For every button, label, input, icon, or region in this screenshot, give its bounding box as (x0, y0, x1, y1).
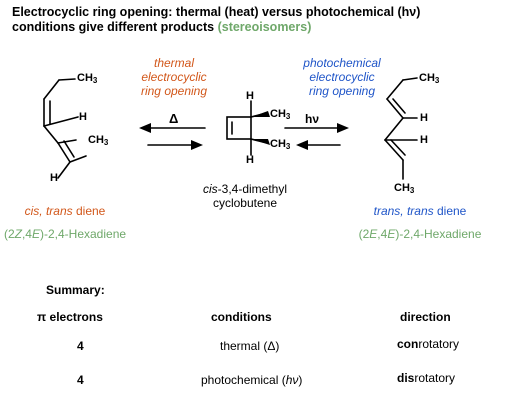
left-product-stereo: cis, trans diene (24, 204, 106, 218)
cyclobutene-bonds (226, 100, 264, 156)
title-line-2-text: conditions give different products (12, 20, 218, 34)
thermal-label: thermal electrocyclic ring opening (140, 56, 208, 98)
title-line-2: conditions give different products (ster… (12, 20, 311, 35)
thermal-arrows (147, 127, 206, 146)
wedge-bond-top (251, 111, 270, 117)
left-ch3-top: CH3 (77, 72, 98, 85)
row-1-electrons: 4 (77, 339, 84, 353)
right-h-lower: H (420, 134, 428, 146)
row-2-electrons: 4 (77, 373, 84, 387)
delta-symbol: Δ (169, 111, 179, 126)
left-h-upper: H (79, 111, 87, 123)
header-conditions: conditions (211, 310, 272, 324)
row-1-direction: conrotatory (397, 337, 460, 351)
right-product-iupac: (2E,4E)-2,4-Hexadiene (358, 227, 482, 241)
title-line-1: Electrocyclic ring opening: thermal (hea… (12, 5, 421, 19)
hv-symbol: hν (305, 112, 320, 126)
summary-heading: Summary: (46, 283, 105, 297)
header-pi-electrons: π electrons (37, 310, 103, 324)
reactant-name-line-2: cyclobutene (212, 196, 278, 210)
row-2-direction: disrotatory (397, 371, 456, 385)
row-2-conditions: photochemical (hν) (201, 373, 303, 387)
right-product-stereo: trans, trans diene (373, 204, 467, 218)
right-ch3-top: CH3 (419, 72, 440, 85)
right-ch3-bottom: CH3 (394, 182, 415, 195)
photo-arrowhead-right (337, 123, 349, 133)
right-diene-bonds (384, 77, 418, 180)
thermal-arrowhead-left (139, 123, 151, 133)
ring-h-top: H (246, 90, 254, 102)
photo-arrowhead-left (296, 140, 308, 150)
photochemical-label: photochemical electrocyclic ring opening (303, 56, 381, 98)
row-1-conditions: thermal (Δ) (220, 339, 280, 353)
thermal-arrowhead-right (191, 140, 203, 150)
reactant-name: cis-3,4-dimethyl cyclobutene (190, 182, 300, 210)
title-stereoisomers: (stereoisomers) (217, 20, 312, 34)
left-h-lower: H (50, 172, 58, 184)
wedge-bond-bottom (251, 139, 270, 145)
left-ch3-middle: CH3 (88, 134, 109, 147)
right-h-upper: H (420, 112, 428, 124)
photochemical-arrows (284, 127, 341, 146)
header-direction: direction (400, 310, 451, 324)
ring-h-bottom: H (246, 154, 254, 166)
ring-ch3-bottom: CH3 (270, 138, 291, 151)
ring-ch3-top: CH3 (270, 108, 291, 121)
reactant-name-line-1: cis-3,4-dimethyl (202, 182, 288, 196)
left-diene-bonds (43, 78, 87, 179)
left-product-iupac: (2Z,4E)-2,4-Hexadiene (3, 227, 127, 241)
